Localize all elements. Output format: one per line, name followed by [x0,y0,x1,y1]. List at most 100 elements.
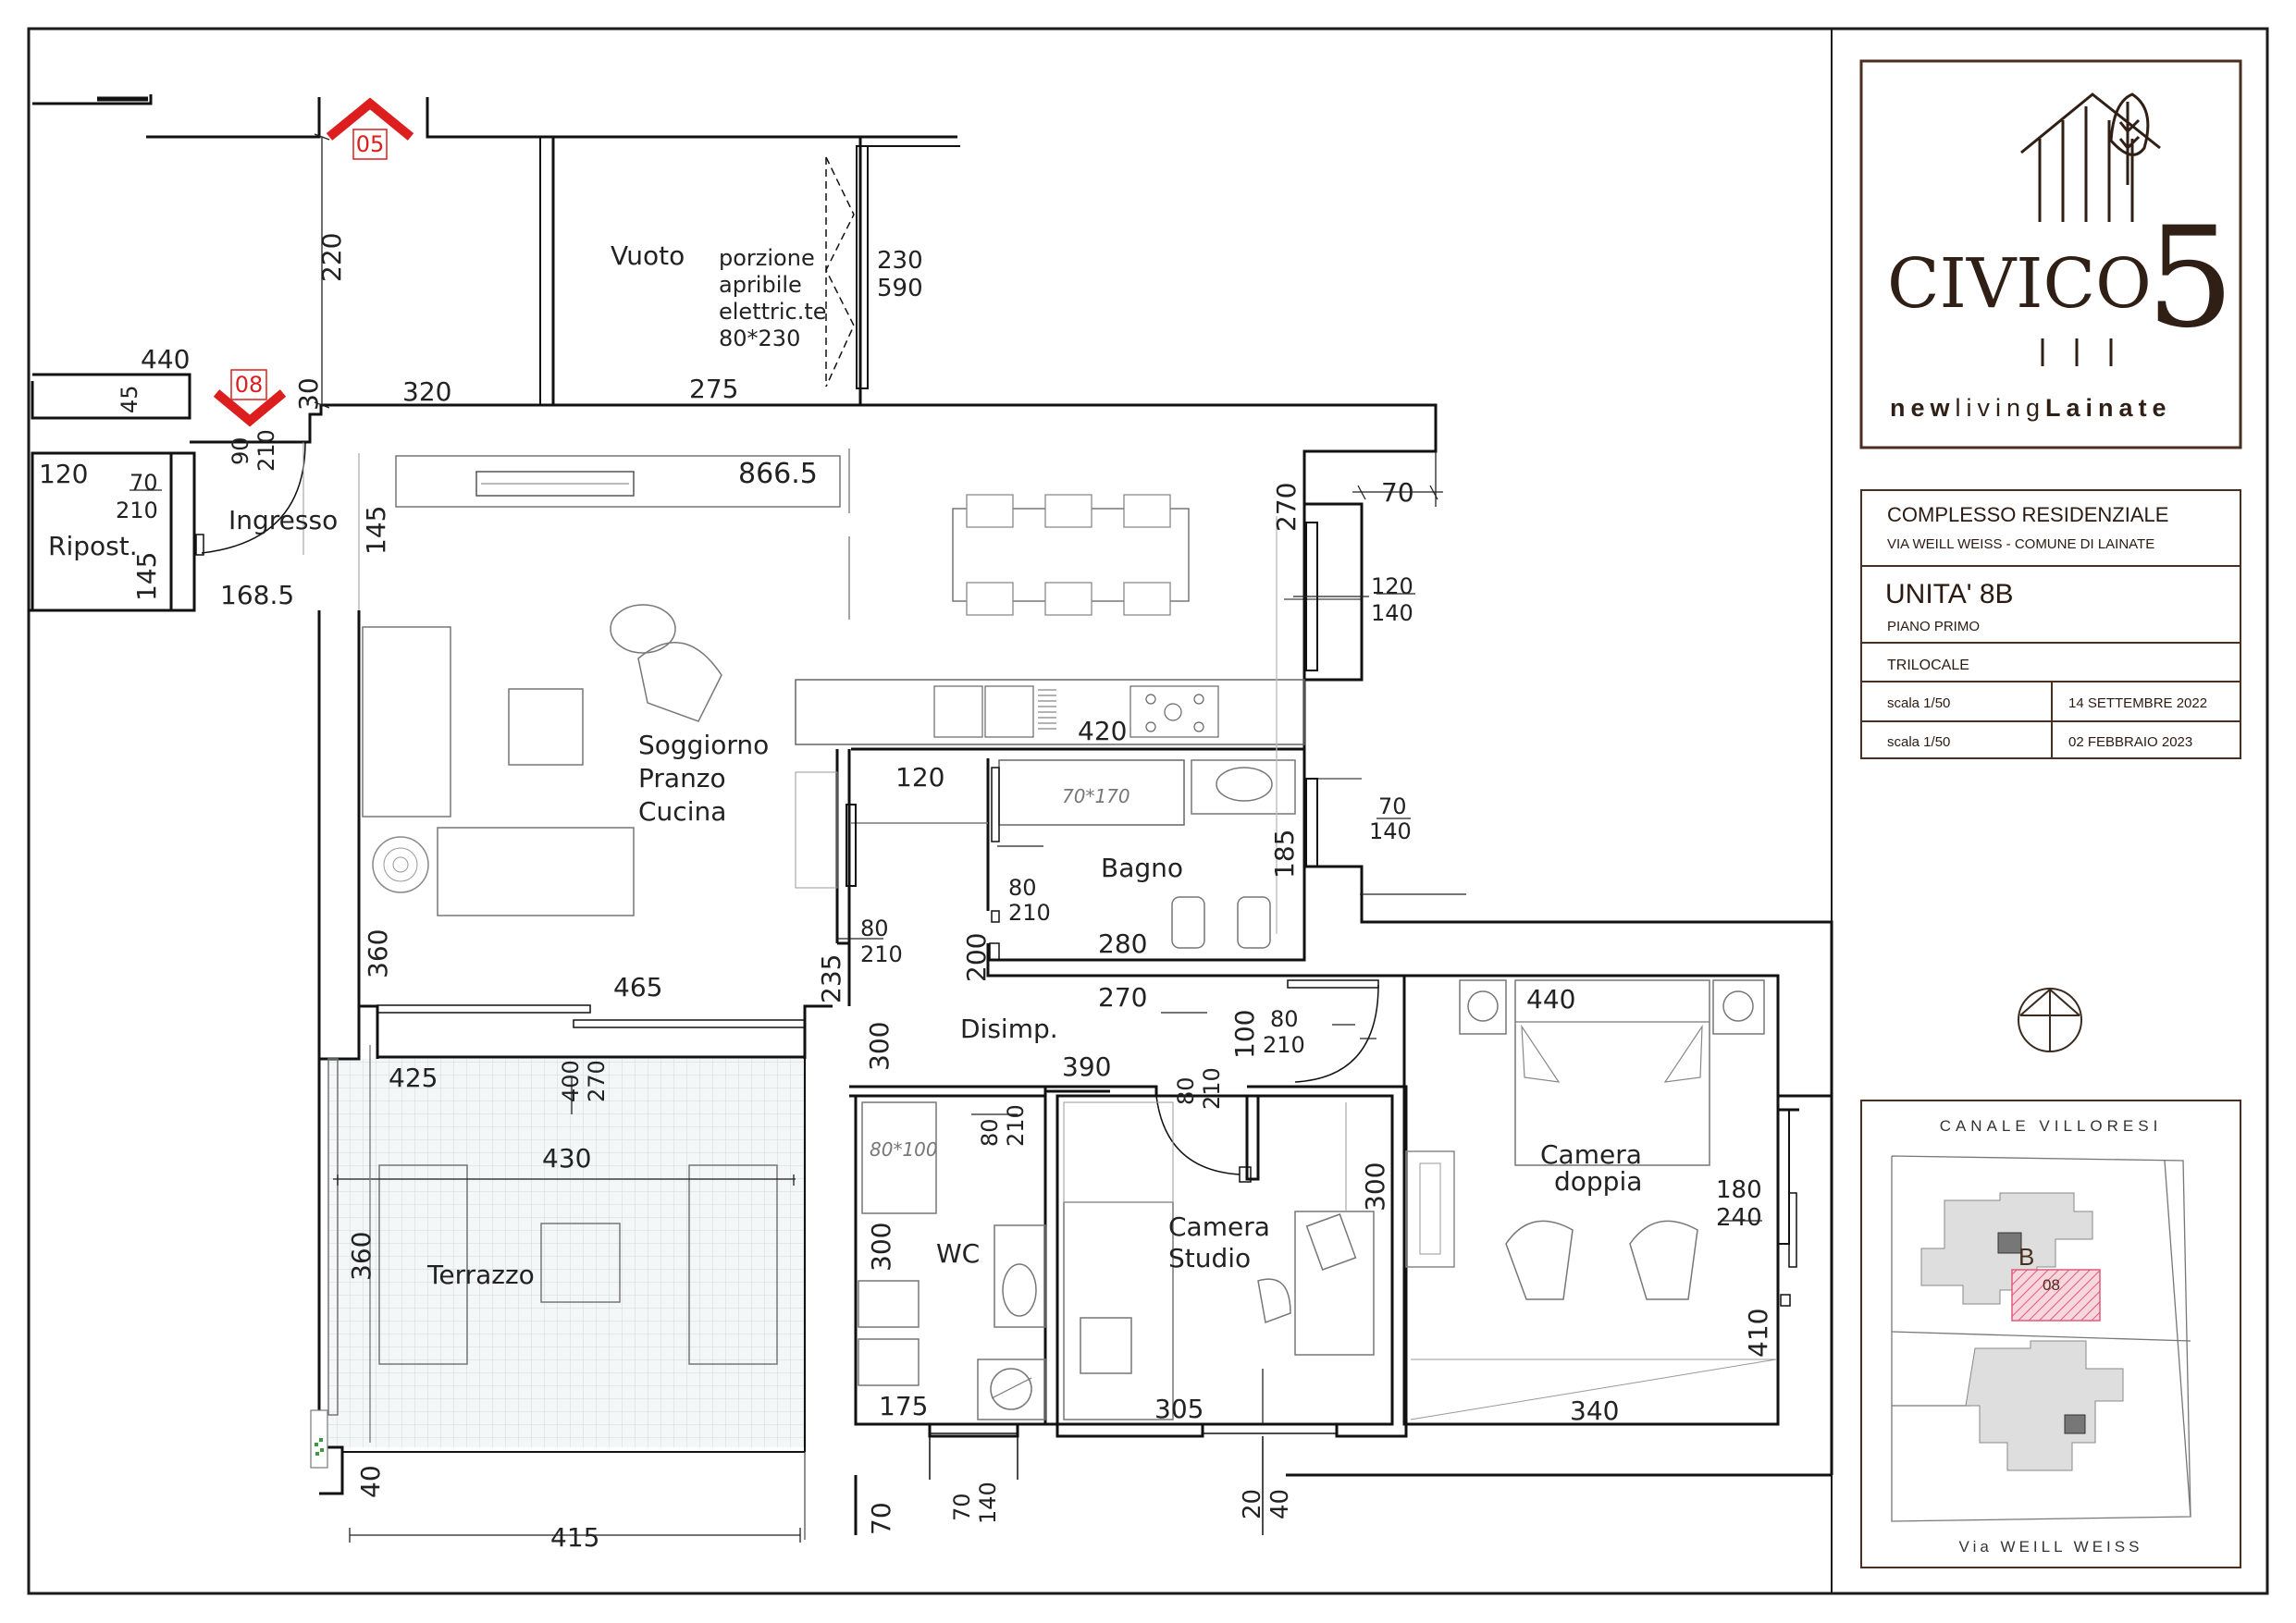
dim-45: 45 [117,385,142,413]
wc-toilet [858,1338,920,1386]
room-labels: Vuoto porzione apribile elettric.te 80*2… [48,240,1642,1290]
wc-bidet [858,1280,920,1328]
armchair [637,641,722,722]
dim-180: 180 [1716,1176,1762,1204]
dim-240: 240 [1716,1204,1762,1232]
unit-floor: PIANO PRIMO [1887,619,1980,634]
dim-590: 590 [877,275,923,302]
label-bagno: Bagno [1101,853,1183,883]
dim-40a: 40 [355,1465,386,1498]
key-plan-unit: 08 [2043,1276,2060,1294]
wall-entrance-top [190,403,1438,751]
key-plan-buildings [1920,1192,2124,1471]
marker-08-chevron [213,389,287,427]
dim-80c: 80 [1270,1006,1299,1032]
dim-210c: 210 [1008,900,1051,926]
dim-420: 420 [1078,716,1127,746]
label-camera-studio-1: Camera [1168,1211,1270,1242]
key-plan-stair [1997,1232,2022,1254]
armchair-double-2 [1629,1220,1698,1300]
door-camera-doppia [1294,984,1379,1083]
marker-05-chevron [326,97,414,141]
logo-box [1859,59,2242,449]
wall-bottom [856,1422,1057,1438]
dim-270c: 270 [584,1060,610,1102]
dim-440: 440 [141,344,190,375]
sofa-bottom [437,827,635,916]
wall-top-void [426,97,957,139]
void-openable-window [825,156,855,387]
dim-235: 235 [816,954,846,1003]
toilet [1237,896,1271,949]
label-tub-size: 70*170 [1062,785,1130,807]
dim-145b: 145 [131,552,162,601]
label-disimp: Disimp. [960,1014,1058,1044]
kitchen-hood-strip [395,455,841,508]
title-block: CIVICO 5 newlivingLainate COMPLESSO RESI… [1859,59,2242,1568]
wall-right-upper [1362,920,1833,1475]
dim-300c: 300 [866,1223,896,1272]
dim-210d: 210 [860,941,903,967]
dim-390: 390 [1062,1051,1111,1082]
dim-175: 175 [879,1391,928,1421]
cooktop [1129,685,1219,738]
armchair-double-1 [1505,1220,1574,1300]
north-arrow-icon [2018,988,2082,1052]
dim-210f: 210 [1199,1067,1225,1110]
side-table [610,604,676,654]
bidet [1171,896,1205,949]
section-markers: 05 08 [213,97,414,427]
logo-number: 5 [2146,198,2234,359]
label-porzione-2: apribile [719,272,802,298]
dim-300a: 300 [864,1022,895,1071]
dim-210a: 210 [116,498,158,523]
dim-440b: 440 [1526,984,1575,1014]
label-ingresso: Ingresso [228,505,338,535]
dim-340: 340 [1570,1396,1619,1426]
floor-plan [28,94,1833,1535]
tagline-lainate: Lainate [2045,394,2172,422]
dim-360b: 360 [346,1232,376,1281]
dim-305: 305 [1154,1394,1204,1424]
dim-360a: 360 [363,929,393,978]
studio-desk [1294,1211,1375,1356]
date-2: 02 FEBBRAIO 2023 [2068,734,2192,750]
wardrobe [1405,1150,1455,1268]
dim-70b: 70 [1381,477,1414,508]
dim-145a: 145 [361,506,391,555]
date-1: 14 SETTEMBRE 2022 [2068,695,2207,711]
logo-word: CIVICO [1887,244,2152,324]
wc-sink-unit [994,1224,1046,1328]
label-porzione-3: elettric.te [719,299,827,325]
dim-120b: 120 [1371,573,1413,599]
label-camera-studio-2: Studio [1168,1243,1251,1273]
wall-storage-top [31,373,191,420]
scale-2: scala 1/50 [1887,734,1950,750]
wall-bath [851,747,1306,962]
complex-name: COMPLESSO RESIDENZIALE [1887,503,2168,526]
wall-living-right [1302,502,1364,749]
dim-80d: 80 [1173,1076,1199,1105]
dim-210g: 210 [1003,1104,1029,1147]
label-shower-size: 80*100 [870,1138,938,1161]
dim-410: 410 [1743,1309,1773,1358]
dim-80a: 80 [1008,875,1037,901]
wc-shower [861,1101,937,1214]
dim-280: 280 [1098,928,1147,959]
wall-top-left [32,94,153,105]
coffee-table [508,688,584,766]
dim-270b: 270 [1098,982,1147,1013]
wall-top-entrance [146,97,321,139]
dim-70e: 70 [949,1493,975,1521]
dim-220: 220 [316,233,347,282]
wall-living-bottom [357,1004,379,1059]
dim-430: 430 [542,1143,591,1174]
void-rail-left [539,136,554,406]
wall-soggiorno-left [317,610,361,1061]
dim-415: 415 [550,1522,599,1553]
wall-corridor [986,960,1288,977]
dim-425: 425 [389,1063,438,1093]
dim-90: 90 [228,436,253,465]
sofa-left [362,626,451,818]
